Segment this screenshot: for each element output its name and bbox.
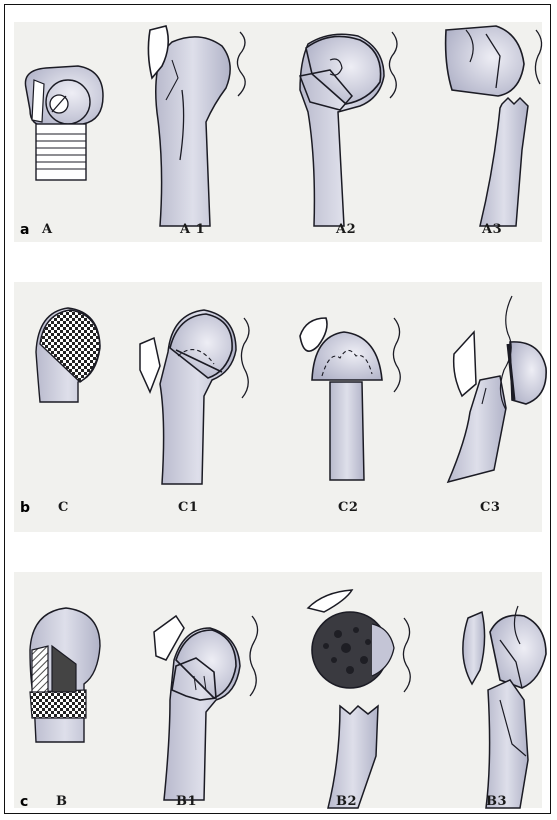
diagram-B1 (154, 616, 258, 800)
diagram-C (36, 308, 100, 402)
diagram-A1 (148, 26, 245, 226)
row-letter-c: c (20, 794, 28, 810)
label-B: B (56, 794, 68, 809)
diagram-C2 (300, 318, 400, 480)
label-C3: C3 (480, 500, 500, 515)
label-B3: B3 (486, 794, 507, 809)
label-A3: A3 (482, 222, 502, 237)
label-C: C (58, 500, 69, 515)
label-C2: C2 (338, 500, 358, 515)
diagram-B (30, 608, 100, 742)
label-B1: B1 (176, 794, 197, 809)
label-A1: A 1 (180, 222, 205, 237)
diagram-A2 (300, 32, 397, 226)
diagram-A3 (446, 26, 542, 226)
diagram-B2 (308, 590, 410, 808)
diagram-C3 (448, 296, 546, 482)
label-B2: B2 (336, 794, 357, 809)
label-C1: C1 (178, 500, 198, 515)
diagram-A (25, 66, 103, 180)
row-letter-b: b (20, 500, 30, 516)
diagram-B3 (463, 606, 546, 808)
diagram-C1 (140, 310, 249, 484)
label-A: A (42, 222, 53, 237)
label-A2: A2 (336, 222, 356, 237)
row-letter-a: a (20, 222, 29, 238)
